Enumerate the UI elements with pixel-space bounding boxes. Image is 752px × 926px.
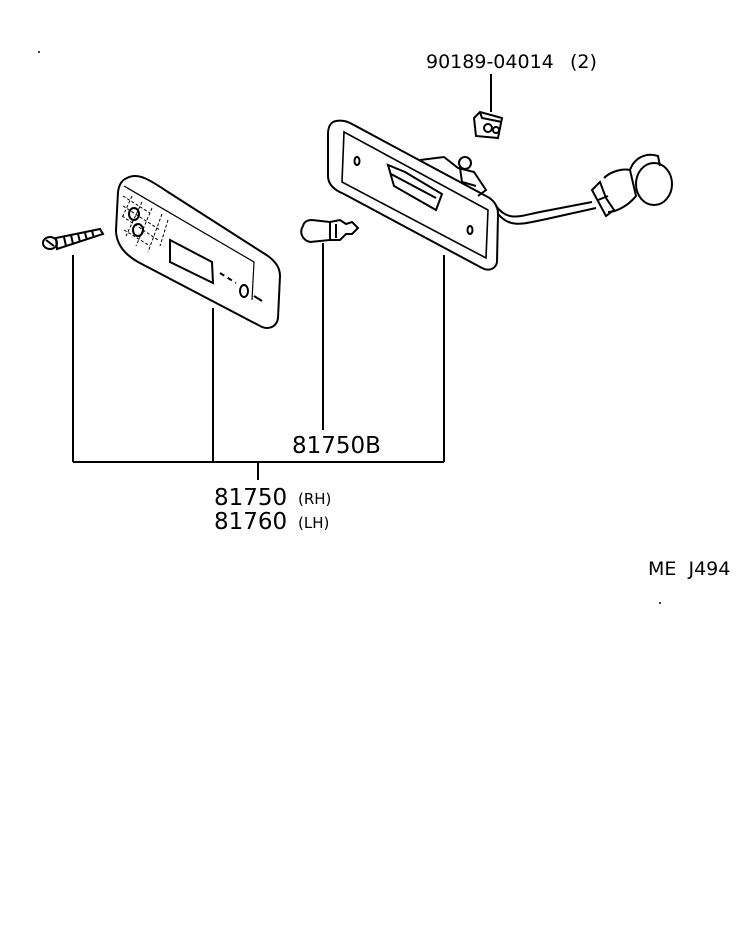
speck xyxy=(659,602,661,604)
leader-lines xyxy=(72,74,492,480)
assembly-lh-side: (LH) xyxy=(298,514,329,532)
socket-part-number: 81750B xyxy=(292,433,381,459)
speck xyxy=(38,51,40,53)
assembly-rh-side: (RH) xyxy=(298,490,331,508)
assembly-lh-part-number: 81760 xyxy=(214,509,287,535)
lens xyxy=(114,174,282,329)
assembly-rh-part-number: 81750 xyxy=(214,485,287,511)
lamp-housing xyxy=(327,119,597,271)
clip-quantity: (2) xyxy=(570,51,597,73)
screw xyxy=(42,227,105,251)
bulb xyxy=(300,218,360,244)
connector xyxy=(590,153,673,218)
clip-part-number: 90189-04014 xyxy=(426,51,554,73)
figure-code: ME J494 xyxy=(648,558,730,580)
clip xyxy=(472,110,504,140)
